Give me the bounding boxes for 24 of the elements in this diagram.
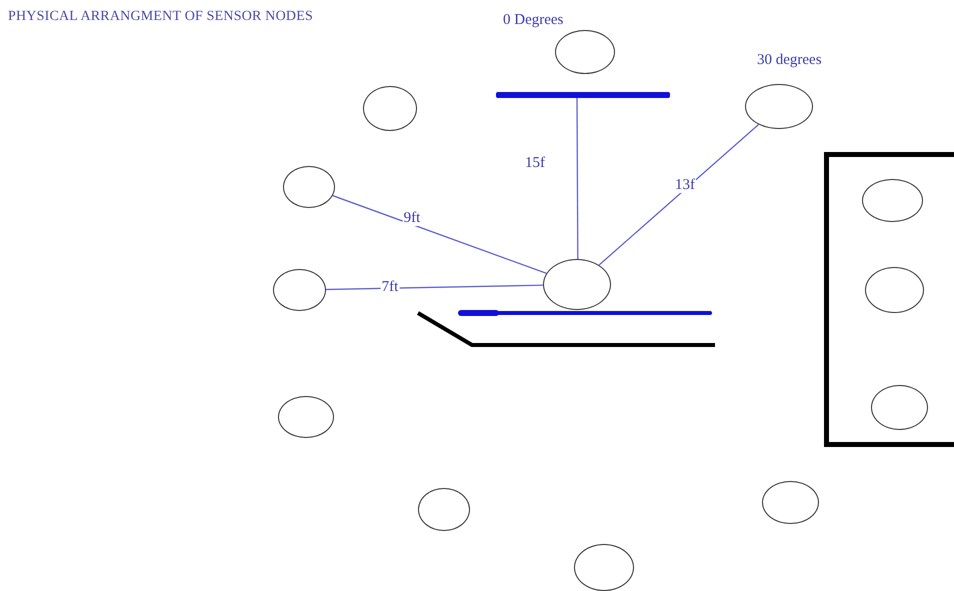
sensor-node-circle xyxy=(865,267,924,313)
sensor-node-circle xyxy=(543,259,611,310)
distance-line xyxy=(598,124,759,266)
angle-label: 0 Degrees xyxy=(503,12,564,29)
diagram-title: PHYSICAL ARRANGMENT OF SENSOR NODES xyxy=(8,8,314,25)
edge-label: 9ft xyxy=(402,210,422,226)
enclosure-frame xyxy=(824,152,954,447)
sensor-node-circle xyxy=(278,396,334,438)
sensor-node-circle xyxy=(871,385,928,430)
sensor-node-circle xyxy=(418,488,470,531)
sensor-node-circle xyxy=(363,86,417,131)
distance-line xyxy=(326,284,544,290)
angle-label: 30 degrees xyxy=(757,52,822,69)
sensor-node-circle xyxy=(574,544,634,591)
distance-line xyxy=(332,195,547,274)
wall-bar xyxy=(496,92,670,98)
distance-line xyxy=(576,98,578,259)
sensor-node-circle xyxy=(283,166,335,208)
sensor-node-circle xyxy=(273,269,326,311)
edge-label: 13f xyxy=(674,177,696,193)
sensor-node-circle xyxy=(862,179,923,222)
sensor-node-circle xyxy=(762,481,819,524)
sensor-node-circle xyxy=(555,30,615,74)
sensor-node-circle xyxy=(745,84,813,129)
